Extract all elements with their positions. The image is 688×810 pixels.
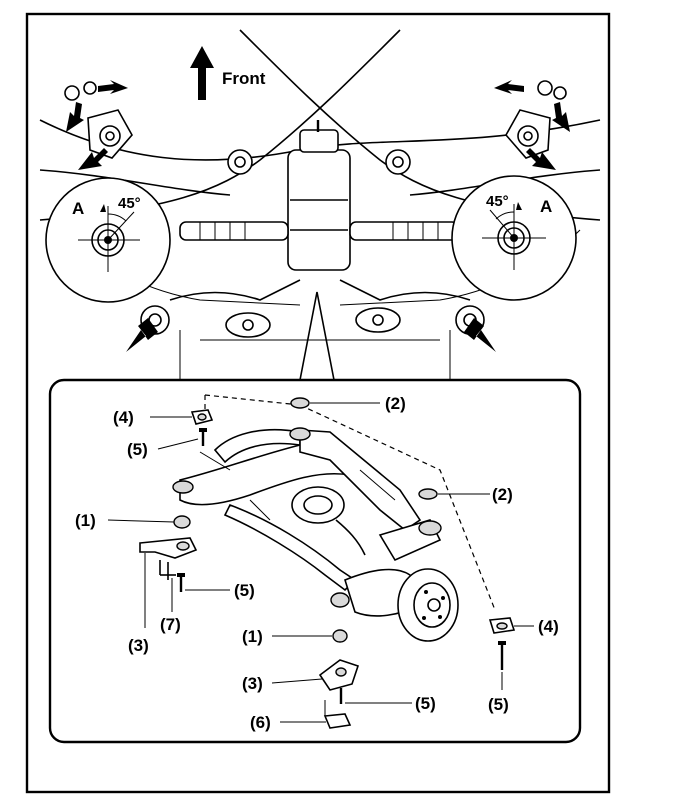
right-view-label: A	[540, 197, 552, 216]
left-view-label: A	[72, 199, 84, 218]
label-part-7: (7)	[160, 615, 181, 634]
outer-frame	[25, 12, 611, 794]
parts	[139, 397, 516, 729]
callout-pointer	[299, 291, 335, 381]
label-part-2-top: (2)	[385, 394, 406, 413]
label-part-5-left: (5)	[234, 581, 255, 600]
exploded-view-box	[48, 378, 582, 744]
front-label: Front	[222, 69, 266, 88]
label-part-5-center: (5)	[415, 694, 436, 713]
label-part-3-left: (3)	[128, 636, 149, 655]
left-detail-circle	[45, 177, 171, 303]
subframe-assembly	[172, 394, 496, 642]
right-detail-circle	[451, 175, 577, 301]
label-part-2-right: (2)	[492, 485, 513, 504]
label-part-3-center: (3)	[242, 674, 263, 693]
label-part-1-left: (1)	[75, 511, 96, 530]
label-part-5-top: (5)	[127, 440, 148, 459]
front-direction-arrow	[190, 46, 214, 100]
label-part-4-right: (4)	[538, 617, 559, 636]
label-part-4-left: (4)	[113, 408, 134, 427]
right-angle-label: 45°	[486, 193, 509, 210]
vehicle-underside-view	[39, 29, 601, 380]
label-part-6: (6)	[250, 713, 271, 732]
label-part-1-center: (1)	[242, 627, 263, 646]
left-angle-label: 45°	[118, 195, 141, 212]
leader-lines	[107, 402, 534, 723]
label-part-5-right: (5)	[488, 695, 509, 714]
